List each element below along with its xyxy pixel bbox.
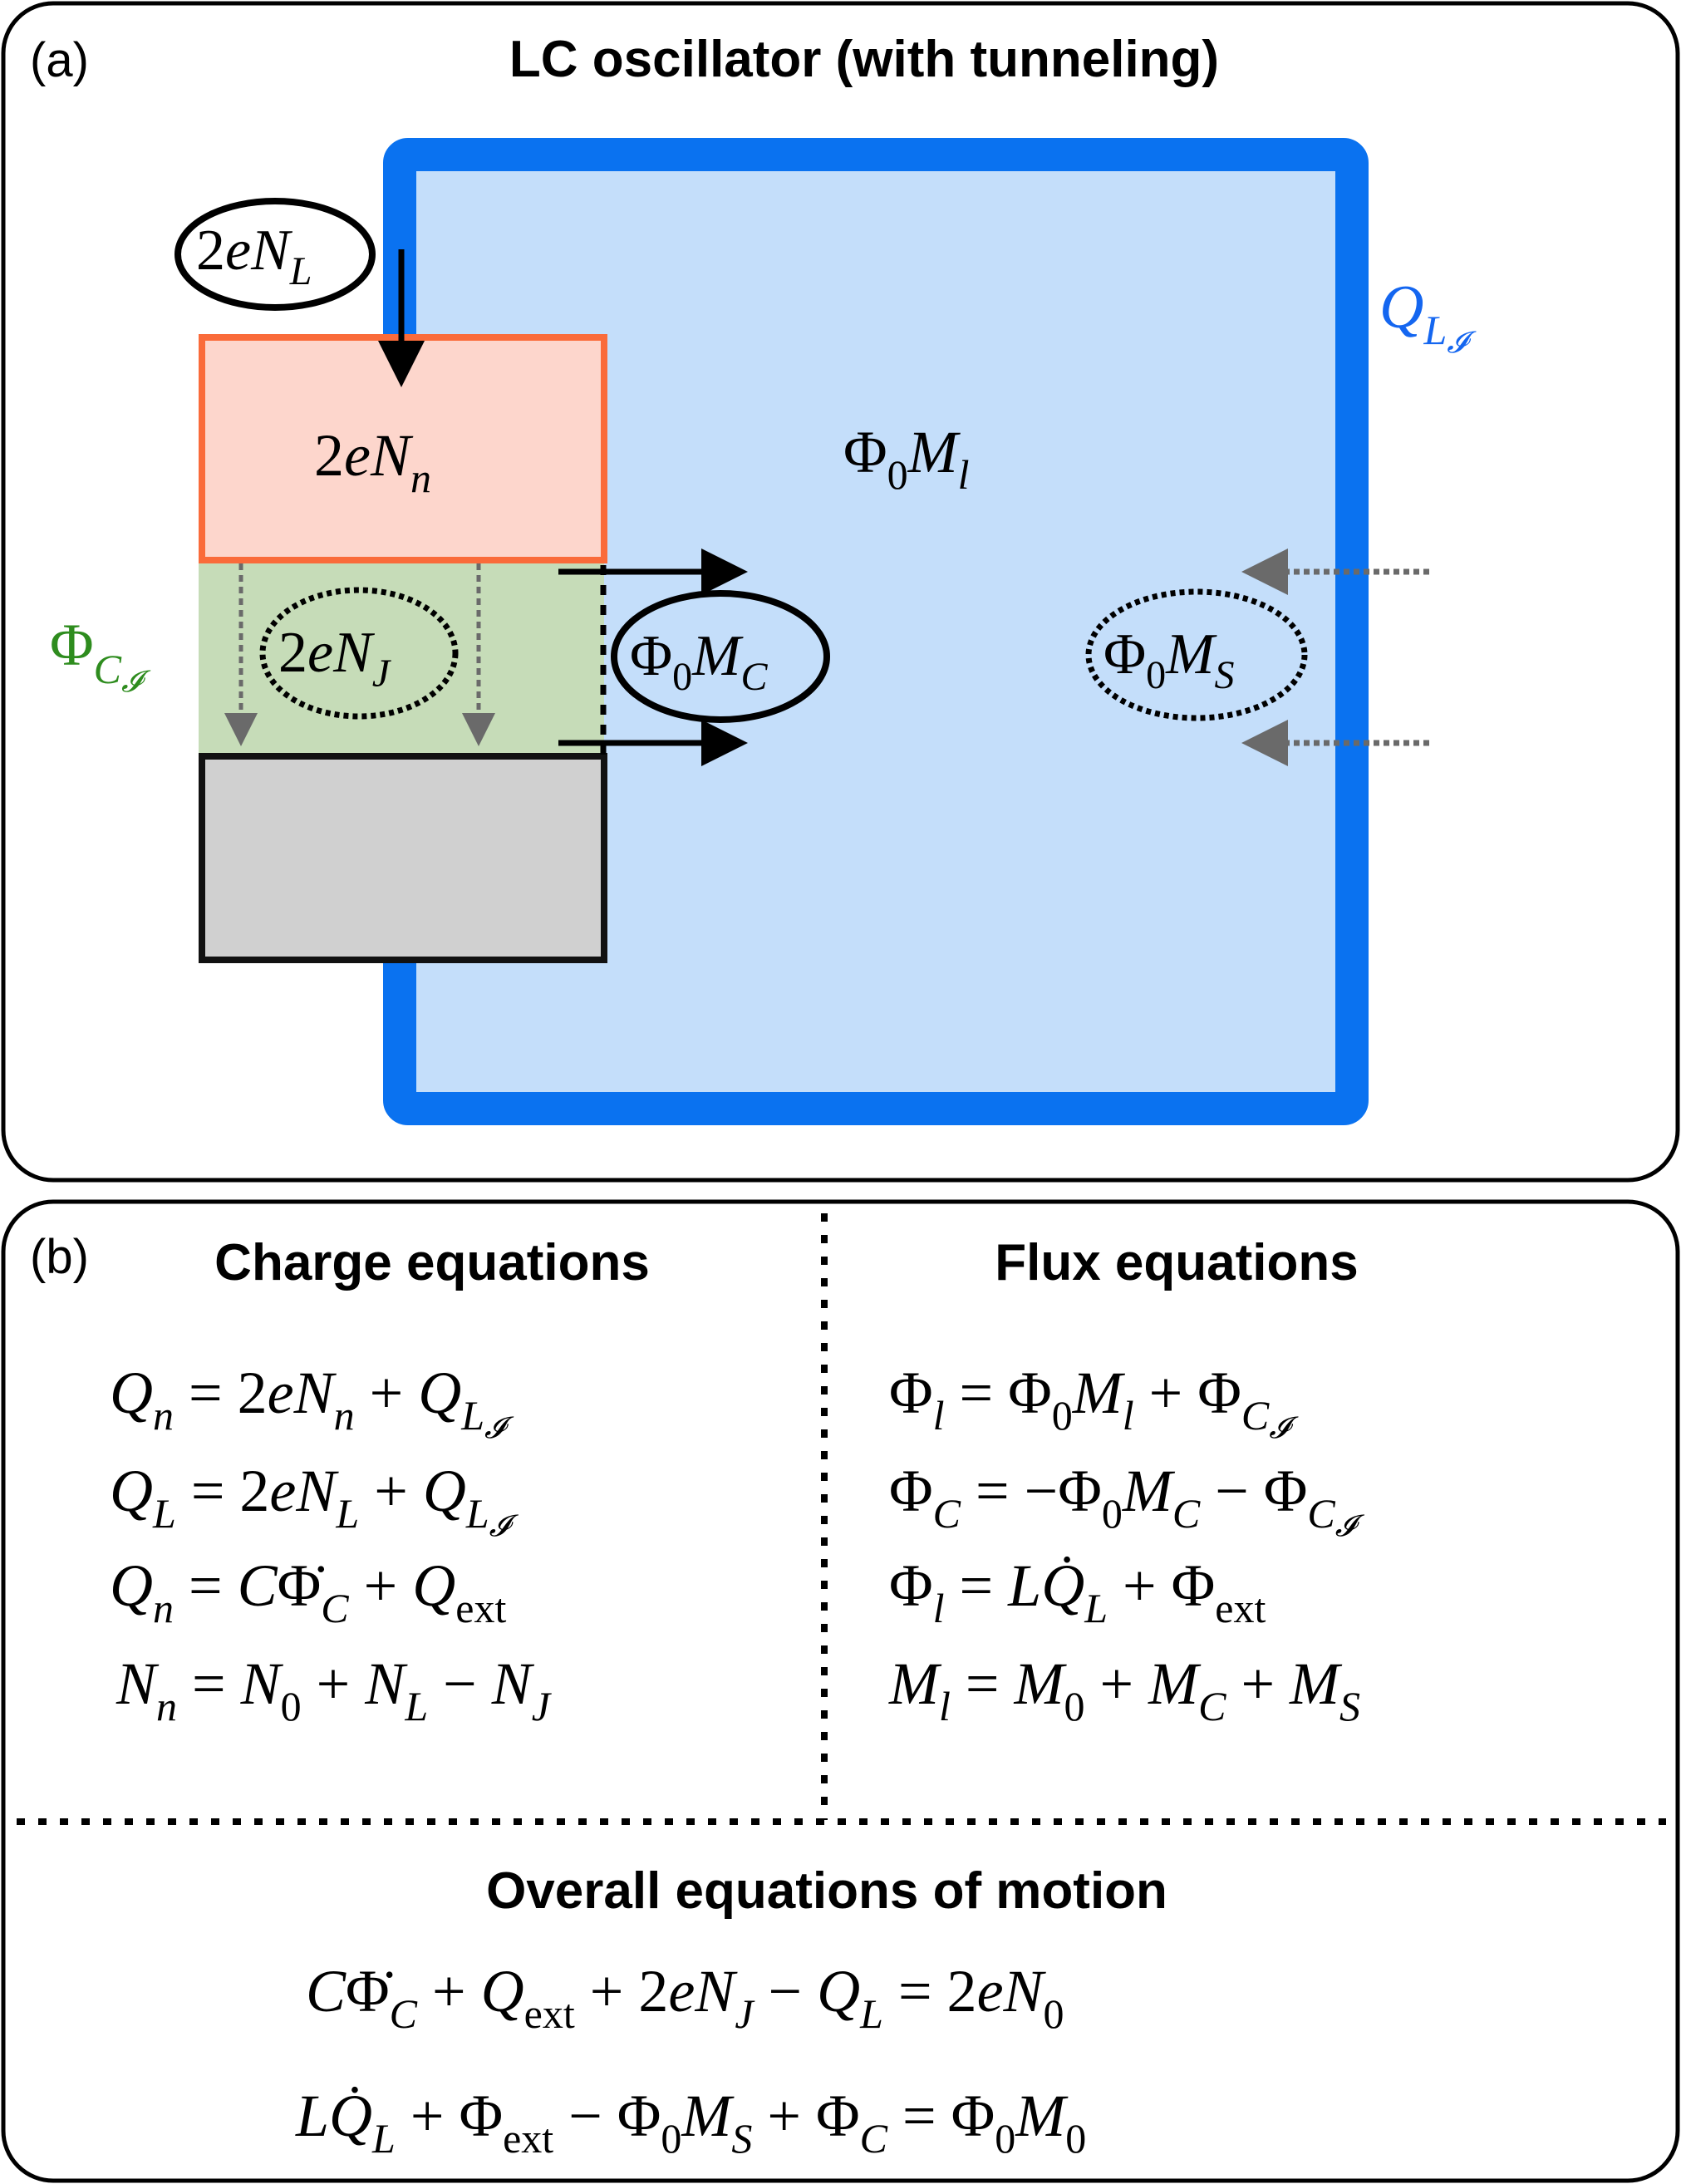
- panel-a-title: LC oscillator (with tunneling): [509, 31, 1219, 88]
- flux-eq-4: Ml = M0 + MC + MS: [888, 1650, 1360, 1729]
- label-phi0-mc: Φ0MC: [630, 624, 768, 699]
- flux-equations: Φl = Φ0Ml + ΦC𝓘 ΦC = −Φ0MC − ΦC𝓘 Φl = LQ…: [888, 1360, 1365, 1729]
- charge-eq-4: Nn = N0 + NL − NJ: [116, 1650, 553, 1729]
- flux-equations-title: Flux equations: [995, 1234, 1358, 1291]
- overall-eq-2: LQ̇L + Φext − Φ0MS + ΦC = Φ0M0: [295, 2083, 1086, 2162]
- label-2eNJ: 2eNJ: [278, 621, 392, 696]
- tunneling-ellipse-nj: [259, 587, 459, 720]
- charge-equations: Qn = 2eNn + QL𝓘 QL = 2eNL + QL𝓘 Qn = CΦ̇…: [110, 1360, 553, 1729]
- tunneling-ellipse-nl: [174, 198, 376, 311]
- label-phi0-ms: Φ0MS: [1103, 622, 1234, 697]
- phase-slip-ellipse-mc: [611, 590, 830, 723]
- panel-a-label: (a): [30, 33, 89, 87]
- junction-region: [199, 563, 604, 755]
- label-phi-c-i: ΦC𝓘: [50, 612, 151, 698]
- overall-equations-title: Overall equations of motion: [486, 1862, 1167, 1920]
- phase-slip-ellipse-ms: [1085, 588, 1308, 721]
- label-phi0-ml: Φ0Ml: [843, 419, 970, 498]
- panel-b-frame: [1, 1199, 1680, 2183]
- bottom-capacitor-plate: [199, 753, 607, 963]
- panel-b-label: (b): [30, 1230, 89, 1284]
- flux-eq-2: ΦC = −Φ0MC − ΦC𝓘: [889, 1458, 1365, 1542]
- flux-eq-1: Φl = Φ0Ml + ΦC𝓘: [889, 1360, 1299, 1444]
- charge-equations-title: Charge equations: [214, 1234, 650, 1291]
- charge-eq-3: Qn = CΦ̇C + Qext: [110, 1552, 506, 1631]
- overall-eq-1: CΦ̇C + Qext + 2eNJ − QL = 2eN0: [306, 1958, 1064, 2037]
- flux-eq-3: Φl = LQ̇L + Φext: [889, 1552, 1266, 1631]
- overall-equations: CΦ̇C + Qext + 2eNJ − QL = 2eN0 LQ̇L + Φe…: [295, 1958, 1086, 2162]
